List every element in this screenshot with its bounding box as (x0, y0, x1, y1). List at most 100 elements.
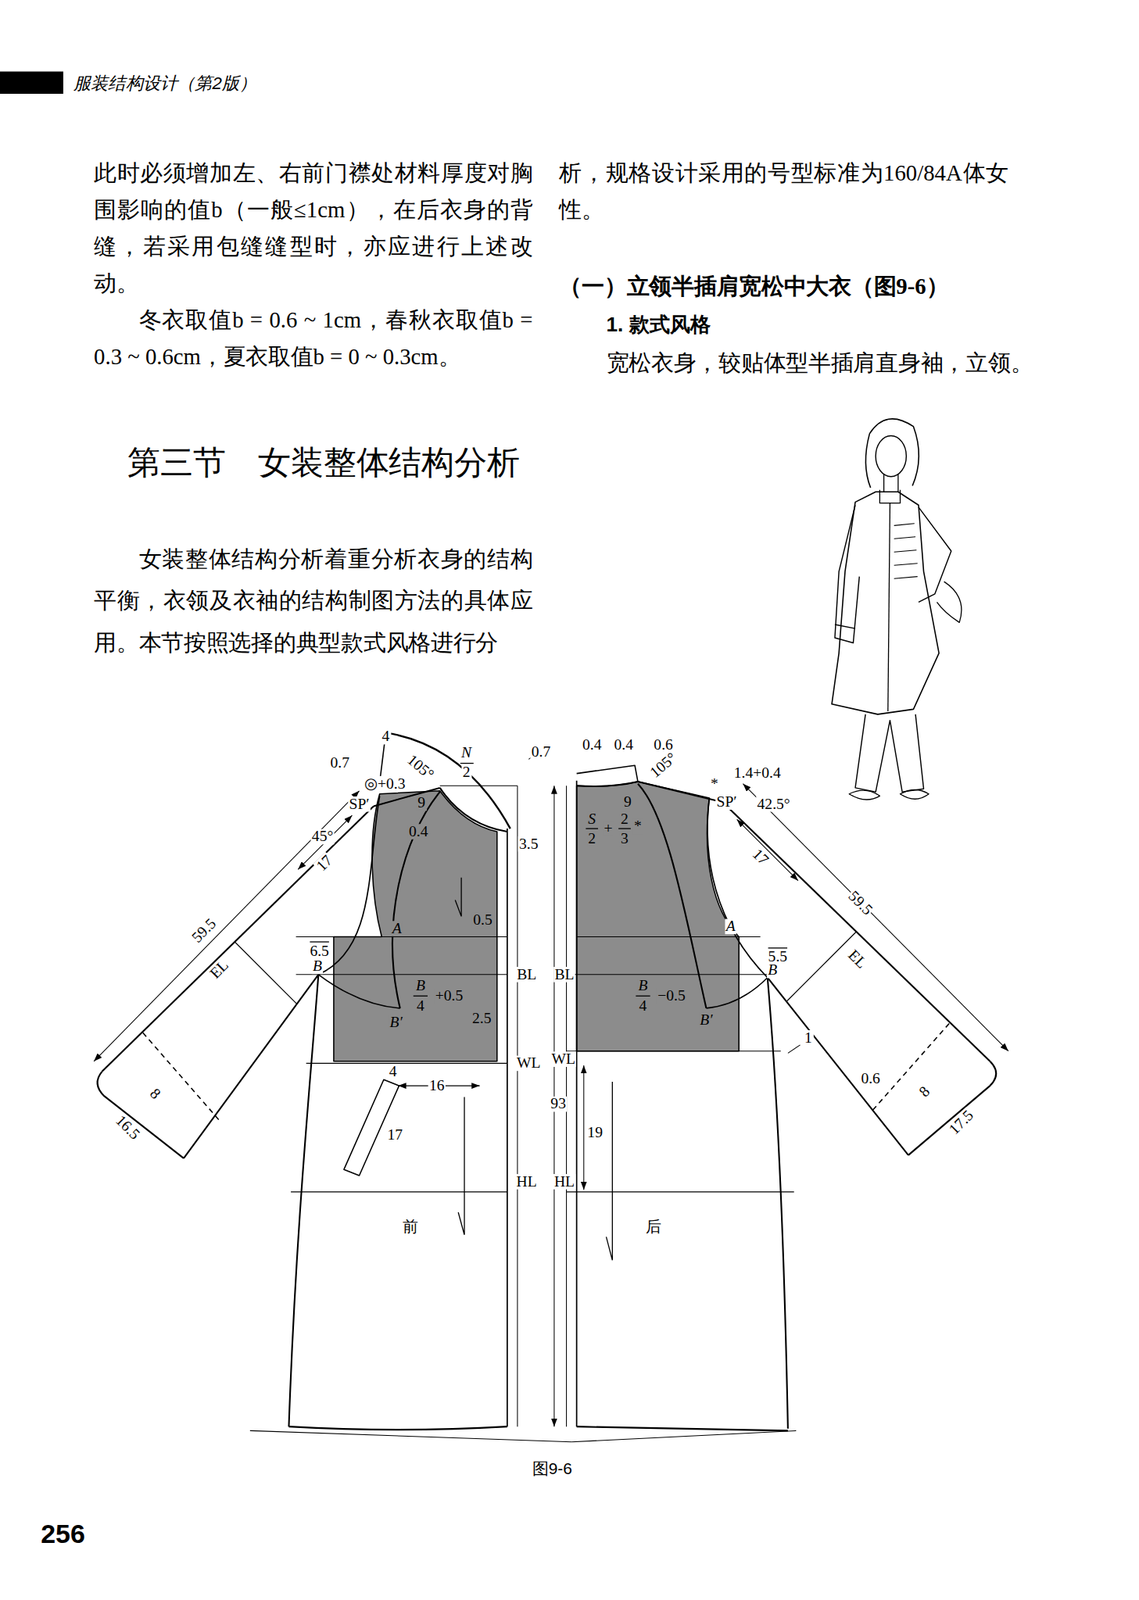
dimension-label: 0.4 (408, 823, 430, 840)
header-bar (0, 71, 64, 94)
dimension-label: 4 (415, 998, 426, 1014)
cuff-fold-line (872, 1023, 950, 1111)
dimension-label: WL (550, 1051, 577, 1068)
grain-line (606, 1081, 613, 1261)
tick-mark (787, 1045, 801, 1054)
dimension-label: 0.7 (329, 755, 351, 772)
dimension-label: 3 (619, 830, 630, 847)
cuff-outline (908, 1061, 996, 1156)
dimension-line (93, 791, 359, 1062)
dimension-label: + (602, 820, 614, 837)
guide-line (576, 936, 761, 938)
dimension-label: 前 (401, 1220, 420, 1236)
dimension-label: WL (515, 1056, 542, 1072)
fashion-figure (848, 790, 929, 800)
dimension-label: 59.5 (188, 915, 220, 947)
dimension-label: 17 (748, 845, 773, 870)
fraction-bar (413, 995, 428, 997)
fraction-bar (460, 762, 474, 764)
dimension-label: B (415, 977, 427, 994)
hip-line (290, 1191, 508, 1193)
dimension-label: 45° (311, 829, 335, 846)
dimension-line (742, 784, 1008, 1052)
fashion-figure (884, 474, 899, 492)
fashion-figure (888, 503, 891, 712)
dimension-label: B (766, 963, 779, 979)
body-text: 女装整体结构分析着重分析衣身的结构平衡，衣领及衣袖的结构制图方法的具体应用。本节… (93, 537, 533, 664)
dimension-label: 2 (461, 765, 471, 781)
cuff-outline (97, 1071, 184, 1159)
bust-line (566, 974, 771, 975)
fraction-bar (635, 995, 650, 997)
dimension-label: 59.5 (845, 887, 877, 919)
dimension-label: 105° (646, 749, 681, 782)
dimension-label: 8 (146, 1085, 165, 1104)
hip-line (566, 1191, 795, 1193)
fashion-figure (937, 581, 962, 623)
dimension-label: A (391, 920, 404, 937)
sleeve-outline (722, 802, 990, 1062)
dimension-label: 1 (803, 1030, 814, 1046)
page-number: 256 (40, 1518, 86, 1550)
shaded-bodice-back (576, 781, 740, 1052)
sleeve-underarm (183, 974, 319, 1159)
dimension-label: BL (553, 967, 576, 983)
dimension-label: A (724, 919, 737, 935)
fashion-figure (865, 419, 919, 488)
sleeve-cap-line (705, 977, 767, 1009)
running-header: 服装结构设计（第2版） (73, 71, 401, 96)
dimension-label: 19 (586, 1124, 604, 1141)
dimension-label: B (637, 977, 649, 994)
sleeve-outline (102, 805, 374, 1071)
fashion-figure (918, 507, 952, 602)
grain-line (458, 1096, 465, 1235)
dimension-label: 0.5 (472, 913, 494, 929)
dimension-label: −0.5 (656, 988, 687, 1004)
elbow-line (787, 931, 857, 1002)
dimension-label: 2 (619, 812, 630, 828)
dimension-label: B (311, 959, 324, 975)
dimension-label: SP′ (715, 794, 738, 810)
body-text: 析，规格设计采用的号型标准为160/84A体女性。 (558, 154, 1008, 229)
dimension-label: 1.4+0.4 (732, 766, 782, 782)
dimension-label: 42.5° (755, 796, 792, 813)
dimension-label: BL (515, 967, 538, 983)
dimension-label: 16 (428, 1078, 446, 1094)
waist-line (306, 1063, 508, 1064)
dimension-label: 3.5 (518, 836, 540, 853)
dimension-label: 后 (644, 1220, 662, 1236)
shaded-bodice-front (333, 791, 498, 1062)
body-text: 此时必须增加左、右前门襟处材料厚度对胸围影响的值b（一般≤1cm），在后衣身的背… (93, 154, 533, 302)
side-seam (767, 977, 788, 1430)
fraction-bar (618, 827, 631, 829)
dimension-label: 0.6 (859, 1070, 882, 1087)
bust-line (296, 974, 508, 975)
waist-line (566, 1050, 781, 1052)
dimension-label: 105° (403, 751, 437, 784)
dimension-label: 17 (386, 1127, 404, 1143)
dimension-label: ◎+0.3 (363, 776, 407, 792)
fashion-figure (875, 435, 907, 477)
dimension-label: 9 (623, 794, 633, 810)
dimension-label: 6.5 (308, 943, 330, 960)
item-heading: 1. 款式风格 (606, 306, 914, 344)
front-neckline (440, 787, 508, 832)
dimension-label: 93 (549, 1096, 567, 1113)
dimension-label: 9 (416, 795, 427, 812)
dimension-label: 0.7 (530, 744, 552, 760)
dimension-label: HL (553, 1174, 577, 1190)
dimension-label: EL (844, 946, 871, 973)
base-line (250, 1430, 572, 1442)
sleeve-cap-line (318, 974, 400, 1009)
fashion-figure (879, 490, 900, 504)
dimension-label: * (709, 776, 720, 792)
dimension-label: B′ (698, 1013, 714, 1029)
dimension-label: HL (515, 1174, 538, 1190)
dimension-label: 17 (312, 852, 337, 876)
figure-caption: 图9-6 (532, 1458, 573, 1480)
dimension-label: * (633, 819, 643, 835)
raglan-line (392, 791, 441, 1009)
dimension-label: 0.4 (612, 737, 634, 753)
fashion-figure (831, 491, 939, 715)
